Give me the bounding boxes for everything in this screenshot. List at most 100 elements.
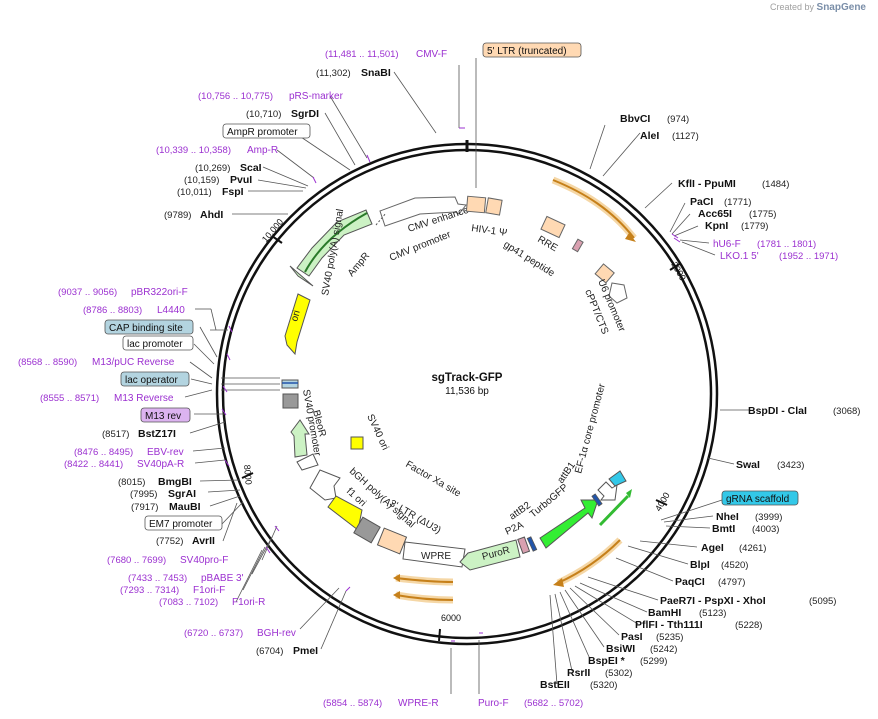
sv40-ori-box[interactable] [350,436,364,450]
cmv-enhancer-arrow[interactable] [379,196,467,227]
enzyme-paer7i[interactable]: PaeR7I - PspXI - XhoI [660,595,766,607]
attb2-box[interactable] [526,536,538,552]
enzyme-kpni[interactable]: KpnI [705,220,728,232]
ori-arrow[interactable] [284,293,311,356]
sv40-polya-box[interactable] [282,393,299,409]
primer-wpre-r-range: (5854 .. 5874) [323,698,382,709]
orf-arc-b1[interactable] [395,577,454,583]
primer-lko1-range: (1952 .. 1971) [779,251,838,262]
enzyme-nhei[interactable]: NheI [716,511,739,523]
f1-ori-arrow[interactable] [327,495,363,531]
enzyme-snabi[interactable]: SnaBI [361,67,391,79]
primer-sv40pro-f[interactable]: SV40pro-F [180,555,228,566]
grna-scaffold-arrow[interactable] [608,470,627,487]
enzyme-pvui[interactable]: PvuI [230,174,252,186]
enzyme-fspi[interactable]: FspI [222,186,244,198]
primer-amp-r[interactable]: Amp-R [247,145,278,156]
enzyme-blpi[interactable]: BlpI [690,559,710,571]
primer-wpre-r[interactable]: WPRE-R [398,698,439,709]
wpre-box[interactable] [402,541,466,568]
orf-arc-br[interactable] [557,539,621,584]
orf-arc-b2[interactable] [395,594,454,601]
em7-promoter-box[interactable] [144,515,223,531]
enzyme-sgrai[interactable]: SgrAI [168,488,196,500]
primer-puro-f[interactable]: Puro-F [478,698,509,709]
primer-f1ori-r[interactable]: F1ori-R [232,597,265,608]
ltr-segment-a[interactable] [465,195,487,214]
m13-rev-box[interactable] [140,407,191,423]
primer-lko1[interactable]: LKO.1 5' [720,251,759,262]
em7-promoter-arrow[interactable] [296,453,319,471]
enzyme-bspdi[interactable]: BspDI - ClaI [748,405,807,417]
primer-bgh-rev[interactable]: BGH-rev [257,628,296,639]
cppt-box[interactable] [594,263,615,284]
enzyme-rsrii[interactable]: RsrII [567,667,590,679]
gp41-box[interactable] [571,238,584,253]
primer-pbr322ori-f[interactable]: pBR322ori-F [131,287,188,298]
ori-label: ori [289,309,303,323]
orf-arc-b2-head [393,591,400,599]
primer-l4440[interactable]: L4440 [157,305,185,316]
enzyme-bbvci[interactable]: BbvCI [620,113,650,125]
ltr-du3-box[interactable] [376,527,408,555]
turbogfp-arrow[interactable] [539,499,599,549]
enzyme-paqci[interactable]: PaqCI [675,576,705,588]
primer-amp-r-range: (10,339 .. 10,358) [156,145,231,156]
bgh-polya-box[interactable] [353,516,381,544]
enzyme-pflfi[interactable]: PflFI - Tth111I [635,619,703,631]
enzyme-kfli[interactable]: KflI - PpuMI [678,178,736,190]
puror-arrow[interactable] [459,539,521,571]
enzyme-bmgbi[interactable]: BmgBI [158,476,192,488]
enzyme-maubi[interactable]: MauBI [169,501,201,513]
enzyme-bmti[interactable]: BmtI [712,523,735,535]
p2a-label: P2A [504,520,526,538]
primer-m13-puc[interactable]: M13/pUC Reverse [92,357,175,368]
ampr-promoter-box[interactable] [222,123,311,139]
ltr-truncated-box[interactable] [482,42,582,58]
primer-pbabe3[interactable]: pBABE 3' [201,573,244,584]
attb1-box[interactable] [591,493,603,507]
primer-cmv-f[interactable]: CMV-F [416,49,447,60]
enzyme-paci-pos: (1771) [724,197,751,208]
grna-scaffold-box[interactable] [721,490,799,506]
ltr-segment-b[interactable] [485,197,503,216]
primer-prs-marker[interactable]: pRS-marker [289,91,344,102]
enzyme-bsteii[interactable]: BstEII [540,679,570,691]
bleor-arrow[interactable] [290,419,310,458]
wpre-label: WPRE [421,551,451,562]
enzyme-sgrdi[interactable]: SgrDI [291,108,319,120]
primer-f1ori-f[interactable]: F1ori-F [193,585,225,596]
primer-sv40pa-r[interactable]: SV40pA-R [137,459,184,470]
enzyme-bamhi[interactable]: BamHI [648,607,681,619]
enzyme-swai[interactable]: SwaI [736,459,760,471]
enzyme-agei[interactable]: AgeI [701,542,724,554]
enzyme-bstz17i[interactable]: BstZ17I [138,428,176,440]
primer-hu6-f[interactable]: hU6-F [713,239,741,250]
lac-promoter-box[interactable] [122,335,194,351]
primer-ebv-rev[interactable]: EBV-rev [147,447,184,458]
primer-m13-reverse[interactable]: M13 Reverse [114,393,174,404]
enzyme-acc65i[interactable]: Acc65I [698,208,732,220]
ef1a-promoter-arrow[interactable] [597,481,618,501]
orf-arc-top[interactable] [552,179,635,239]
enzyme-maubi-pos: (7917) [131,502,158,513]
cap-binding-site-box[interactable] [104,319,194,335]
enzyme-alei[interactable]: AleI [640,130,659,142]
p2a-box[interactable] [517,536,531,555]
enzyme-bsiwi[interactable]: BsiWI [606,643,635,655]
ampr-arrow[interactable] [296,209,373,277]
primer-ebv-rev-range: (8476 .. 8495) [74,447,133,458]
lac-operator-box[interactable] [281,379,299,389]
enzyme-bspei[interactable]: BspEI * [588,655,626,667]
lac-operator-label-box[interactable] [120,371,190,387]
sv40-promoter-arrow[interactable] [309,469,341,501]
enzyme-paci[interactable]: PaCI [690,196,713,208]
enzyme-scai[interactable]: ScaI [240,162,262,174]
primer-sv40pro-f-range: (7680 .. 7699) [107,555,166,566]
enzyme-ahdi[interactable]: AhdI [200,209,223,221]
rre-box[interactable] [540,215,566,239]
enzyme-avrii[interactable]: AvrII [192,535,215,547]
enzyme-pmei[interactable]: PmeI [293,645,318,657]
u6-promoter-arrow[interactable] [608,282,628,304]
enzyme-pasi[interactable]: PasI [621,631,643,643]
